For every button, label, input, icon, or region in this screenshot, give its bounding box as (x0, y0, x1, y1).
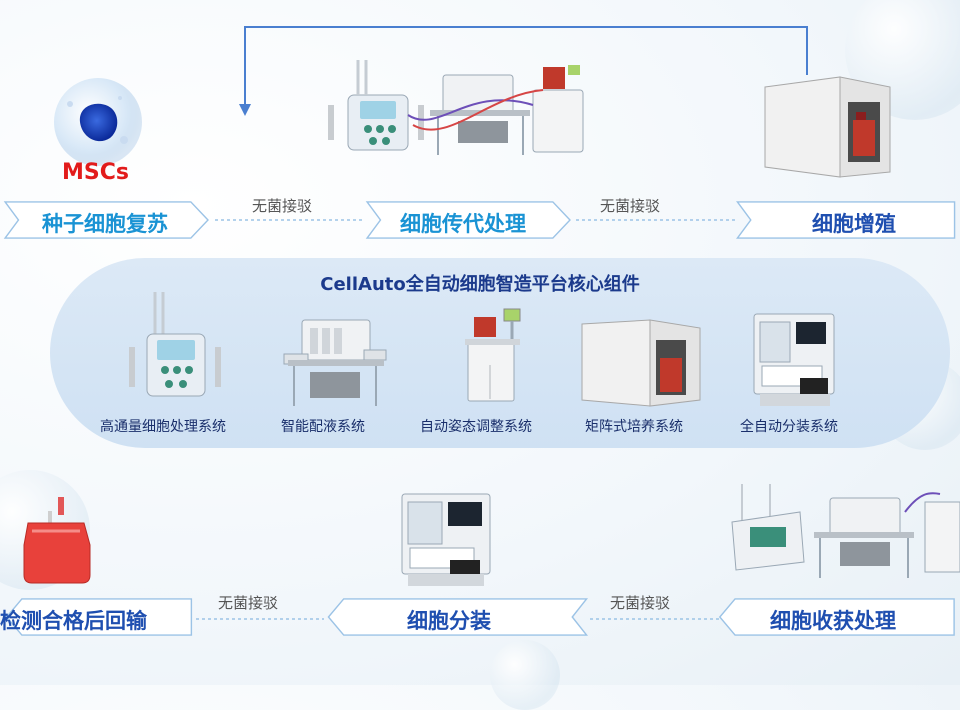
filling-equipment-image (401, 493, 491, 586)
dotted-connector (215, 219, 365, 221)
incubator-image (764, 76, 891, 178)
component-processor-image (129, 292, 221, 397)
msc-cell-image (54, 78, 142, 166)
component-incubator-image (581, 319, 701, 407)
step-passage-label: 细胞传代处理 (400, 212, 526, 236)
step-harvest-label: 细胞收获处理 (770, 609, 896, 633)
step-chevron-seed (3, 201, 209, 239)
component-label-incubator: 矩阵式培养系统 (585, 419, 683, 435)
dotted-connector (576, 219, 736, 221)
cell-bag-image (23, 497, 91, 584)
background-bubble (490, 640, 560, 710)
step-filling-label: 细胞分装 (407, 609, 491, 633)
link-label-top-2: 无菌接驳 (600, 197, 661, 215)
link-label-bottom-1: 无菌接驳 (610, 594, 671, 612)
cell-label: MSCs (62, 160, 129, 185)
component-posture-image (465, 308, 521, 402)
loop-arrow (239, 26, 808, 116)
harvest-equipment-image (731, 484, 960, 578)
dotted-connector (196, 618, 324, 620)
step-reinfusion-label: 检测合格后回输 (0, 609, 147, 633)
passage-equipment-image (328, 60, 584, 155)
component-label-processor: 高通量细胞处理系统 (100, 419, 226, 435)
panel-title: CellAuto全自动细胞智造平台核心组件 (320, 274, 640, 295)
component-filling-image (753, 313, 835, 406)
component-label-filling: 全自动分装系统 (740, 419, 838, 435)
component-dosing-image (283, 319, 387, 406)
component-label-posture: 自动姿态调整系统 (420, 419, 532, 435)
link-label-bottom-2: 无菌接驳 (218, 594, 279, 612)
step-chevron-proliferation (736, 201, 956, 239)
step-chevron-reinfusion (5, 598, 193, 636)
component-label-dosing: 智能配液系统 (281, 419, 365, 435)
step-chevron-harvest (718, 598, 955, 636)
step-chevron-passage (365, 201, 571, 239)
step-proliferation-label: 细胞增殖 (812, 212, 896, 236)
dotted-connector (590, 618, 720, 620)
step-chevron-filling (327, 598, 589, 636)
link-label-top-1: 无菌接驳 (252, 197, 313, 215)
step-seed-label: 种子细胞复苏 (42, 212, 168, 236)
